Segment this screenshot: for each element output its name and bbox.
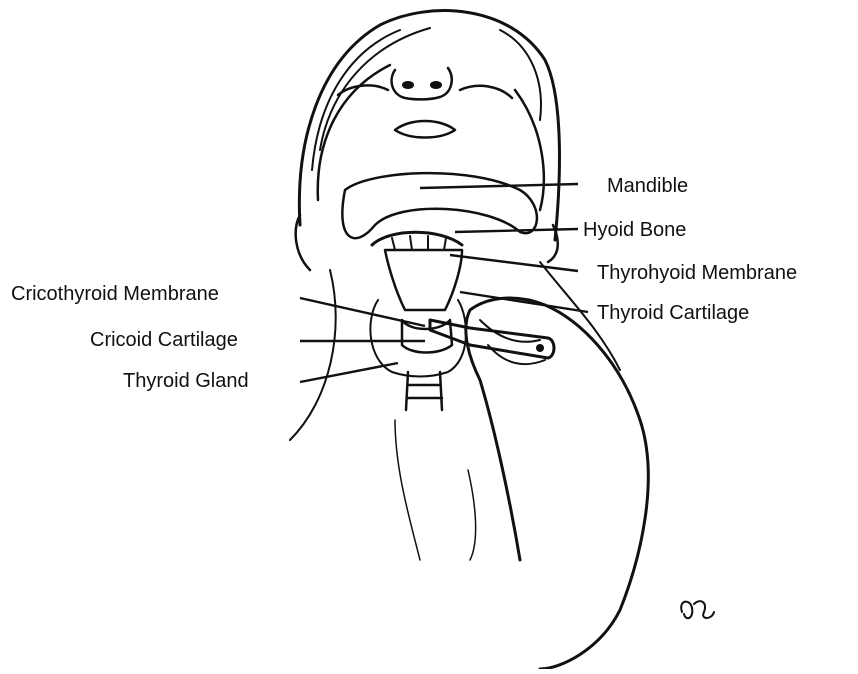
leader-thyrohyoid-membrane: [450, 255, 578, 271]
neck-left: [290, 270, 336, 440]
label-thyrohyoid-membrane: Thyrohyoid Membrane: [597, 261, 797, 285]
leader-thyroid-gland: [300, 363, 398, 382]
left-ear: [296, 215, 310, 270]
hyoid-bone-shape: [372, 232, 462, 245]
label-hyoid-bone: Hyoid Bone: [583, 218, 686, 242]
mouth: [395, 121, 455, 138]
instrument: [430, 320, 554, 358]
label-thyroid-gland: Thyroid Gland: [123, 369, 249, 393]
instrument-hole: [536, 344, 544, 352]
thyrohyoid-membrane-shape: [392, 236, 446, 250]
right-eye: [460, 86, 512, 98]
leader-hyoid-bone: [455, 229, 578, 232]
label-cricothyroid-membrane: Cricothyroid Membrane: [11, 282, 219, 306]
trachea: [406, 372, 442, 410]
label-thyroid-cartilage: Thyroid Cartilage: [597, 301, 749, 325]
label-cricoid-cartilage: Cricoid Cartilage: [90, 328, 238, 352]
thyroid-cartilage-shape: [385, 250, 462, 310]
leader-thyroid-cartilage: [460, 292, 588, 312]
hand-outline: [466, 298, 648, 669]
leader-mandible: [420, 184, 578, 188]
nostril-right: [430, 81, 442, 89]
neck-lines: [395, 420, 476, 560]
nostril-left: [402, 81, 414, 89]
artist-signature: [681, 601, 714, 618]
nose: [392, 68, 452, 99]
chin: [342, 173, 537, 238]
leader-cricothyroid-membrane: [300, 298, 425, 326]
finger-lines: [480, 320, 545, 364]
label-mandible: Mandible: [607, 174, 688, 198]
